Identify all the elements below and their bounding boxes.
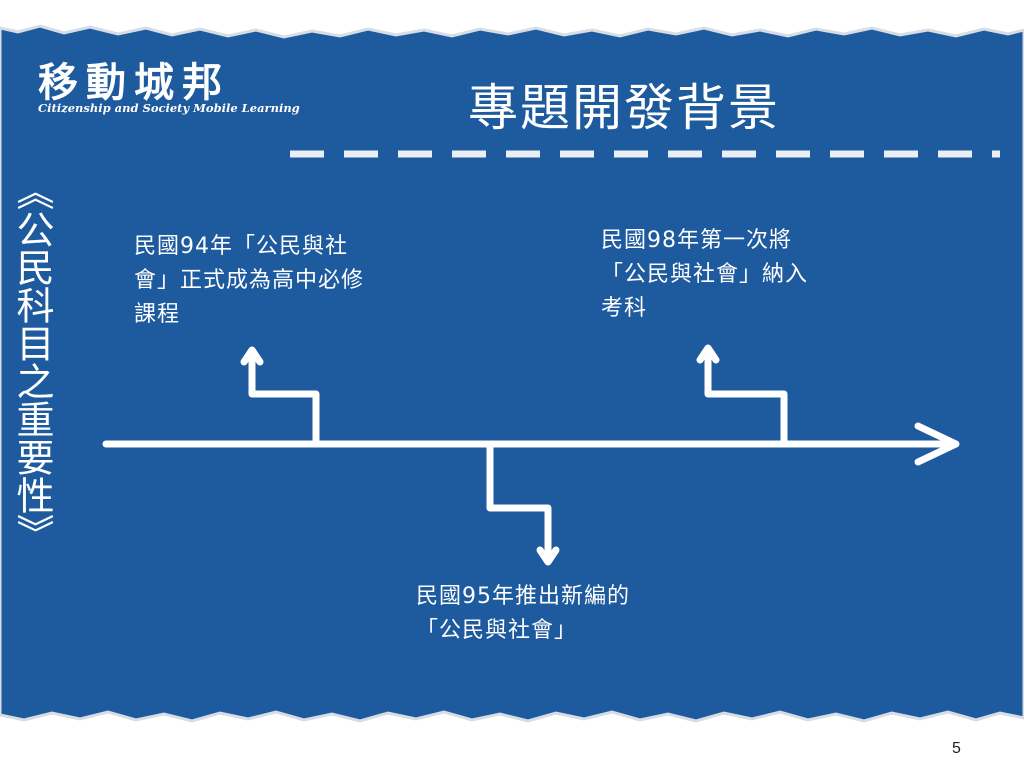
page-title: 專題開發背景 [468, 79, 780, 137]
logo-title: 移動城邦 [38, 59, 230, 106]
connector-event-1 [248, 348, 320, 448]
connector-event-3 [486, 440, 552, 564]
arrowhead-event-3 [536, 546, 560, 566]
page-number: 5 [952, 740, 961, 757]
logo-subtitle: Citizenship and Society Mobile Learning [38, 101, 300, 115]
connector-event-2 [704, 346, 788, 448]
timeline-event-2: 民國98年第一次將「公民與社會」納入考科 [601, 228, 809, 321]
timeline-arrowhead [914, 422, 960, 466]
timeline-graphic [102, 344, 960, 566]
arrowhead-event-2 [696, 344, 720, 364]
timeline-event-3: 民國95年推出新編的「公民與社會」 [416, 584, 630, 643]
arrowhead-event-1 [240, 346, 264, 366]
timeline-event-1: 民國94年「公民與社會」正式成為高中必修課程 [134, 234, 365, 327]
side-title: 《公民科目之重要性》 [10, 172, 54, 552]
